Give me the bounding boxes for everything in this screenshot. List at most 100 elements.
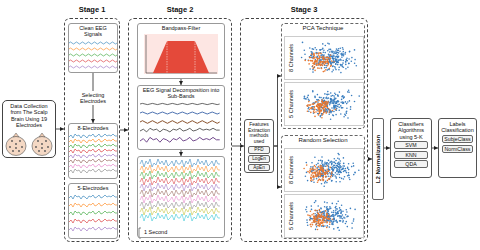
- channel-label: 8 Channels: [288, 44, 294, 72]
- scatter-dot: [338, 164, 340, 166]
- scatter-dot: [342, 103, 344, 105]
- scatter-dot: [340, 166, 342, 168]
- scatter-dot: [336, 101, 338, 103]
- list-item: ApEn: [248, 164, 270, 171]
- group-heading: PCA Technique: [282, 24, 364, 32]
- scatter-dot: [319, 170, 321, 172]
- scatter-dot: [336, 169, 338, 171]
- scatter-dot: [315, 175, 317, 177]
- scatter-dot: [314, 216, 316, 218]
- scatter-dot: [323, 172, 325, 174]
- scatter-dot: [313, 108, 315, 110]
- scatter-dot: [330, 55, 332, 57]
- scatter-dot: [343, 55, 345, 57]
- scatter-dot: [329, 178, 331, 180]
- scatter-dot: [309, 104, 311, 106]
- scatter-dot: [317, 67, 319, 69]
- scatter-dot: [320, 164, 322, 166]
- scatter-dot: [321, 104, 323, 106]
- scatter-dot: [335, 50, 337, 52]
- scatter-dot: [328, 108, 330, 110]
- scatter-dot: [320, 165, 322, 167]
- scatter-dot: [337, 100, 339, 102]
- head-figure: [6, 133, 52, 156]
- scatter-dot: [321, 64, 323, 66]
- scatter-dot: [336, 105, 338, 107]
- scatter-dot: [325, 210, 327, 212]
- scatter-dot: [317, 56, 319, 58]
- scatter-dot: [314, 216, 316, 218]
- scatter-dot: [318, 64, 320, 66]
- scatter-dot: [345, 114, 347, 116]
- scatter-dot: [305, 98, 307, 100]
- scatter-dot: [333, 58, 335, 60]
- feature-box: Features Extraction methods usedPFDLogEn…: [244, 119, 274, 173]
- scatter-dot: [310, 215, 312, 217]
- scatter-dot: [326, 173, 328, 175]
- scatter-dot: [322, 216, 324, 218]
- scatter-dot: [322, 56, 324, 58]
- scatter-dot: [322, 99, 324, 101]
- scatter-dot: [338, 60, 340, 62]
- scatter-dot: [336, 167, 338, 169]
- scatter-dot: [316, 215, 318, 217]
- scatter-dot: [347, 91, 349, 93]
- scatter-dot: [318, 100, 320, 102]
- scatter-dot: [317, 107, 319, 109]
- scatter-dot: [348, 163, 350, 165]
- scatter-dot: [333, 221, 335, 223]
- scatter-dot: [334, 167, 336, 169]
- scatter-dot: [310, 210, 312, 212]
- scatter-dot: [334, 107, 336, 109]
- scatter-dot: [325, 59, 327, 61]
- scatter-dot: [332, 65, 334, 67]
- scatter-dot: [333, 61, 335, 63]
- scatter-dot: [322, 102, 324, 104]
- scatter-dot: [335, 60, 337, 62]
- scatter-dot: [350, 108, 352, 110]
- scatter-dot: [316, 53, 318, 55]
- scatter-dot: [320, 165, 322, 167]
- scatter-dot: [343, 171, 345, 173]
- scatter-dot: [331, 172, 333, 174]
- scatter-dot: [333, 218, 335, 220]
- scatter-dot: [308, 63, 310, 65]
- scatter-dot: [344, 114, 346, 116]
- scatter-dot: [336, 177, 338, 179]
- scatter-dot: [326, 56, 328, 58]
- scatter-dot: [311, 180, 313, 182]
- scatter-dot: [339, 174, 341, 176]
- scatter-dot: [322, 180, 324, 182]
- scatter-dot: [337, 216, 339, 218]
- scatter-dot: [313, 63, 315, 65]
- scatter-dot: [332, 58, 334, 60]
- scatter-dot: [319, 107, 321, 109]
- scatter-dot: [340, 212, 342, 214]
- scatter-dot: [306, 206, 308, 208]
- scatter-dot: [318, 178, 320, 180]
- scatter-dot: [314, 216, 316, 218]
- scatter-dot: [336, 59, 338, 61]
- scatter-dot: [322, 215, 324, 217]
- scatter-dot: [316, 105, 318, 107]
- scatter-dot: [345, 64, 347, 66]
- scatter-dot: [336, 103, 338, 105]
- scatter-dot: [310, 57, 312, 59]
- scatter-dot: [323, 59, 325, 61]
- scatter-dot: [315, 101, 317, 103]
- scatter-dot: [349, 51, 351, 53]
- scatter-dot: [316, 219, 318, 221]
- scatter-dot: [313, 103, 315, 105]
- scatter-dot: [338, 158, 340, 160]
- scatter-dot: [323, 218, 325, 220]
- scatter-dot: [313, 169, 315, 171]
- scatter-dot: [324, 173, 326, 175]
- scatter-dot: [317, 218, 319, 220]
- scatter-dot: [322, 101, 324, 103]
- scatter-dot: [320, 97, 322, 99]
- scatter-dot: [314, 106, 316, 108]
- scatter-dot: [326, 104, 328, 106]
- scatter-dot: [328, 218, 330, 220]
- scatter-dot: [326, 209, 328, 211]
- scatter-dot: [327, 225, 329, 227]
